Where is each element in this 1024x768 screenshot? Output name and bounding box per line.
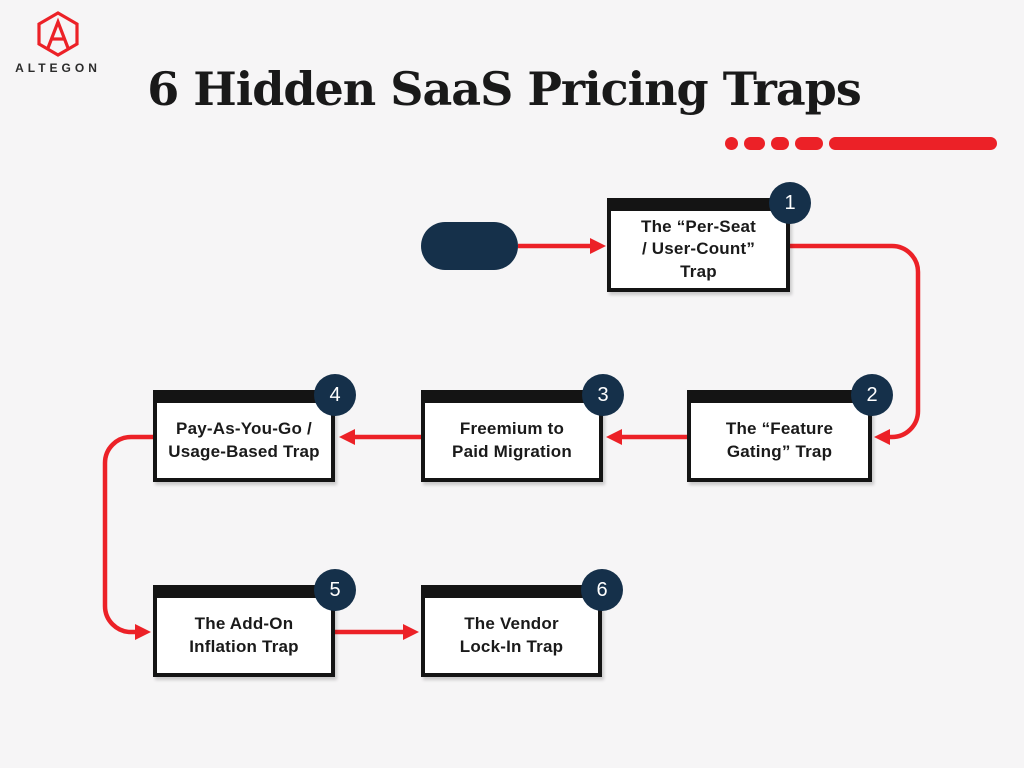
step-label-line: Pay-As-You-Go / (176, 419, 312, 439)
step-label-line: Gating” Trap (726, 441, 833, 461)
step-label-line: The “Per-Seat (640, 217, 757, 237)
step-number-badge: 1 (769, 182, 811, 224)
step-label: The “Per-Seat / User-Count” Trap (641, 216, 756, 282)
dash-segment (725, 137, 738, 150)
step-box-5: 5 The Add-On Inflation Trap (153, 569, 356, 677)
step-label-line: The Vendor (464, 614, 559, 634)
step-label: The “Feature Gating” Trap (726, 418, 833, 462)
connector-4-to-5 (102, 434, 153, 635)
step-label-line: Freemium to (459, 419, 565, 439)
step-number-badge: 3 (582, 374, 624, 416)
step-box-6: 6 The Vendor Lock-In Trap (421, 569, 623, 677)
step-label-line: Usage-Based Trap (168, 441, 320, 461)
step-label: The Vendor Lock-In Trap (460, 613, 563, 657)
step-label-line: The Add-On (194, 614, 294, 634)
step-label-line: Lock-In Trap (459, 636, 564, 656)
page-title: 6 Hidden SaaS Pricing Traps (147, 62, 861, 116)
dash-segment (795, 137, 823, 150)
step-label-line: Inflation Trap (189, 636, 299, 656)
dash-segment (829, 137, 997, 150)
step-label-line: The “Feature (725, 419, 834, 439)
step-label-line: / User-Count” (641, 239, 756, 259)
arrowhead-right-icon (403, 624, 419, 640)
altegon-logo-icon (37, 11, 79, 57)
arrowhead-left-icon (339, 429, 355, 445)
arrowhead-left-icon (874, 429, 890, 445)
step-label: Freemium to Paid Migration (452, 418, 572, 462)
arrowhead-right-icon (135, 624, 151, 640)
dash-segment (771, 137, 789, 150)
step-label: Pay-As-You-Go / Usage-Based Trap (168, 418, 320, 462)
step-label-line: Trap (680, 261, 717, 281)
altegon-logo: ALTEGON (14, 10, 102, 75)
step-number-badge: 2 (851, 374, 893, 416)
arrowhead-right-icon (590, 238, 606, 254)
step-box-2: 2 The “Feature Gating” Trap (687, 374, 893, 482)
step-number-badge: 4 (314, 374, 356, 416)
step-box-3: 3 Freemium to Paid Migration (421, 374, 624, 482)
step-label-line: Paid Migration (452, 441, 572, 461)
dash-segment (744, 137, 765, 150)
arrowhead-left-icon (606, 429, 622, 445)
start-node (421, 222, 518, 270)
step-label: The Add-On Inflation Trap (189, 613, 299, 657)
step-number-badge: 5 (314, 569, 356, 611)
step-number-badge: 6 (581, 569, 623, 611)
title-underline-decoration (725, 137, 997, 150)
brand-name: ALTEGON (15, 61, 101, 75)
step-box-1: 1 The “Per-Seat / User-Count” Trap (607, 182, 811, 292)
step-box-4: 4 Pay-As-You-Go / Usage-Based Trap (153, 374, 356, 482)
